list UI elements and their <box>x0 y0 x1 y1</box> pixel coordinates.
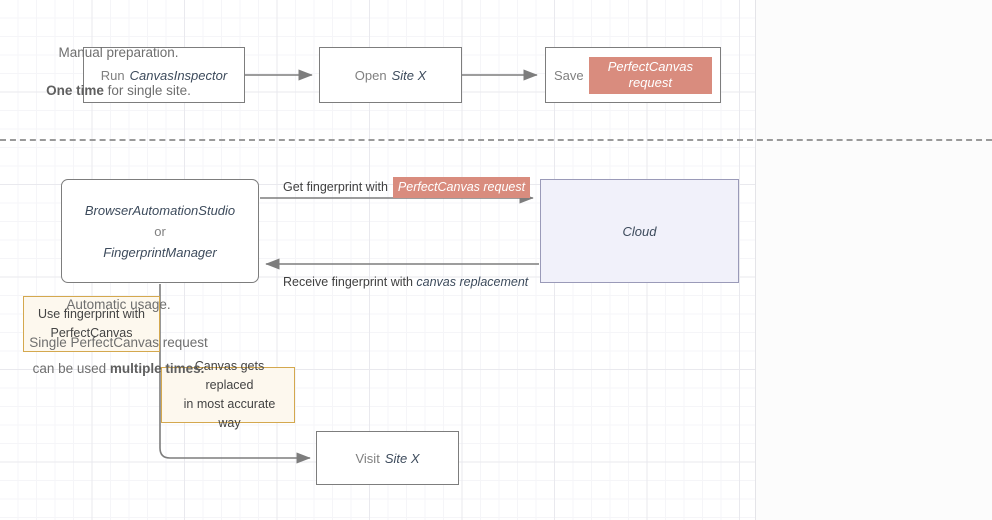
node-save-highlight: PerfectCanvas request <box>588 56 712 94</box>
cloud-label: Cloud <box>622 223 657 239</box>
actor-line-3: FingerprintManager <box>103 244 217 260</box>
note-use-line-2: PerfectCanvas <box>50 326 133 340</box>
note-canvas-line-2: in most accurate way <box>183 397 276 430</box>
edge-label-get-fingerprint: Get fingerprint with PerfectCanvas reques… <box>283 177 531 198</box>
node-cloud[interactable]: Cloud <box>540 179 739 283</box>
note-use-line-1: Use fingerprint with <box>38 307 145 321</box>
node-open-prefix: Open <box>354 67 387 83</box>
panel-manual-preparation: Manual preparation. One time for single … <box>0 40 237 104</box>
note-canvas-replaced[interactable]: Canvas gets replaced in most accurate wa… <box>161 359 295 430</box>
note-use-fingerprint[interactable]: Use fingerprint with PerfectCanvas <box>23 296 160 352</box>
actor-line-2: or <box>154 223 166 239</box>
panel-automatic-detail: Single PerfectCanvas request can be used… <box>0 330 237 382</box>
panel-manual-detail-bold: One time <box>46 83 104 98</box>
node-automation-actor[interactable]: BrowserAutomationStudio or FingerprintMa… <box>61 179 259 283</box>
panel-automatic-usage: Automatic usage. Single PerfectCanvas re… <box>0 292 237 382</box>
actor-line-1: BrowserAutomationStudio <box>84 202 236 218</box>
panel-automatic-line-2-pre: can be used <box>32 361 110 376</box>
note-canvas-line-1: Canvas gets replaced <box>194 359 265 392</box>
node-run-emphasis: CanvasInspector <box>129 67 228 83</box>
panel-manual-detail: One time for single site. <box>0 78 237 104</box>
panel-automatic-line-1: Single PerfectCanvas request <box>29 335 208 350</box>
edge-get-text: Get fingerprint with <box>283 180 388 194</box>
panel-automatic-title: Automatic usage. <box>66 297 171 312</box>
panel-manual-detail-rest: for single site. <box>103 83 191 98</box>
node-open-emphasis: Site X <box>391 67 427 83</box>
side-panel <box>755 0 992 520</box>
section-divider <box>0 139 992 141</box>
node-visit-prefix: Visit <box>355 450 380 466</box>
panel-automatic-line-2-bold: multiple times. <box>109 361 205 376</box>
edge-receive-text: Receive fingerprint with <box>283 275 413 289</box>
edge-receive-emphasis: canvas replacement <box>416 275 529 289</box>
node-run-prefix: Run <box>100 67 125 83</box>
node-visit-emphasis: Site X <box>384 450 420 466</box>
edge-get-highlight: PerfectCanvas request <box>392 177 531 198</box>
panel-manual-title: Manual preparation. <box>58 45 179 60</box>
edge-label-receive-fingerprint: Receive fingerprint with canvas replacem… <box>283 275 528 289</box>
node-save-prefix: Save <box>554 67 584 83</box>
